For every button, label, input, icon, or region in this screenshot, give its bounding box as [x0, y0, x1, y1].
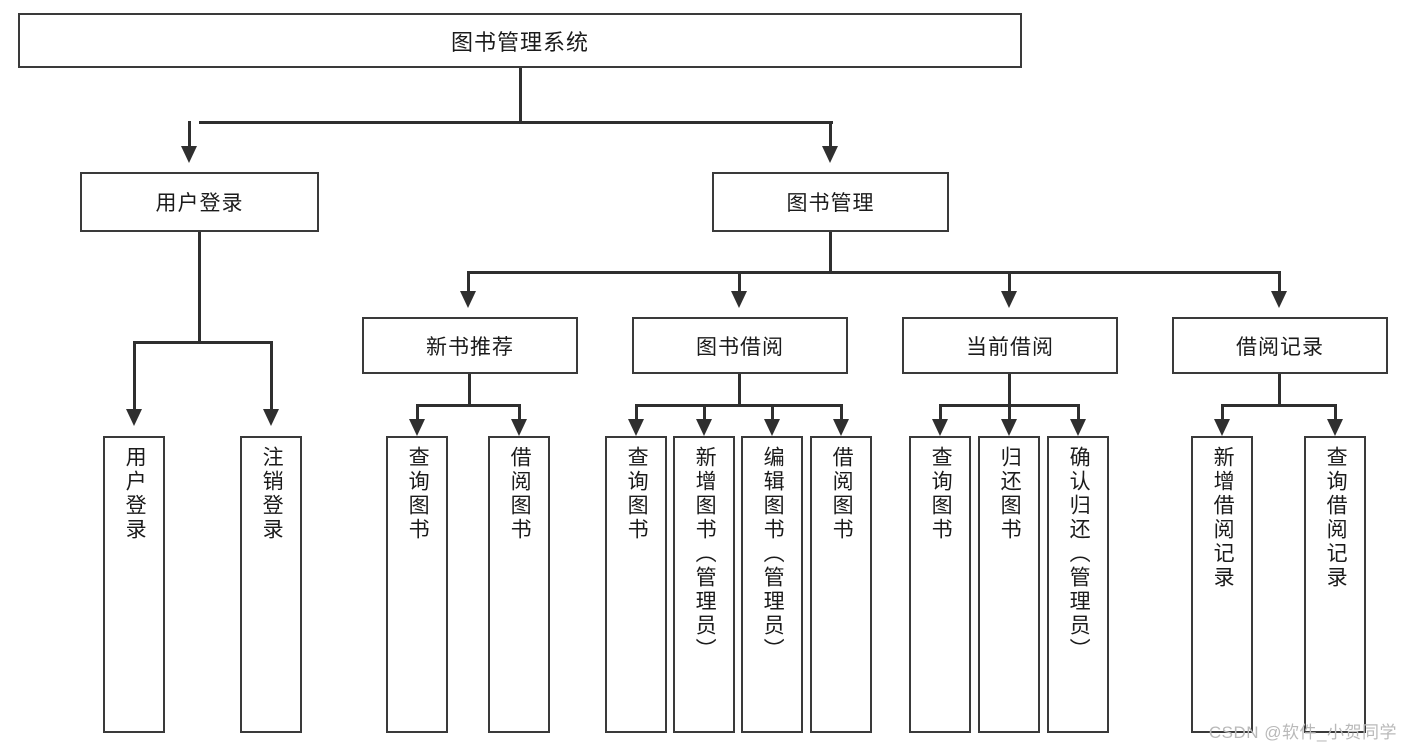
arrowhead-新书推荐 — [460, 291, 476, 308]
connector-图书借阅-to-leaf2 — [703, 404, 706, 422]
arrowhead-图书借阅 — [731, 291, 747, 308]
connector-当前借阅-to-leaf3 — [1077, 404, 1080, 422]
leaf-图书借阅-编辑图书管理员[interactable]: 编辑图书（管理员） — [741, 436, 803, 733]
arrowhead-leaf-新书推荐-2 — [511, 419, 527, 436]
leaf-label: 归还图书 — [998, 446, 1022, 542]
leaf-label: 查询图书 — [929, 446, 953, 542]
connector-借阅记录-to-leaf1 — [1221, 404, 1224, 422]
connector-图书管理-bus — [468, 271, 1281, 274]
connector-图书管理-to-新书推荐 — [467, 271, 470, 293]
leaf-label: 编辑图书（管理员） — [761, 446, 785, 662]
leaf-label: 借阅图书 — [830, 446, 854, 542]
connector-新书推荐-stem — [468, 374, 471, 406]
connector-图书借阅-bus — [636, 404, 843, 407]
leaf-label: 借阅图书 — [508, 446, 532, 542]
connector-当前借阅-to-leaf2 — [1008, 404, 1011, 422]
leaf-当前借阅-归还图书[interactable]: 归还图书 — [978, 436, 1040, 733]
connector-当前借阅-to-leaf1 — [939, 404, 942, 422]
arrowhead-leaf-用户登录-2 — [263, 409, 279, 426]
connector-新书推荐-bus — [417, 404, 521, 407]
connector-root-bus — [199, 121, 833, 124]
arrowhead-leaf-图书借阅-4 — [833, 419, 849, 436]
node-当前借阅[interactable]: 当前借阅 — [902, 317, 1118, 374]
arrowhead-leaf-借阅记录-2 — [1327, 419, 1343, 436]
leaf-label: 新增图书（管理员） — [693, 446, 717, 662]
leaf-借阅记录-查询借阅记录[interactable]: 查询借阅记录 — [1304, 436, 1366, 733]
connector-图书借阅-to-leaf3 — [771, 404, 774, 422]
arrowhead-leaf-用户登录-1 — [126, 409, 142, 426]
leaf-图书借阅-查询图书[interactable]: 查询图书 — [605, 436, 667, 733]
connector-借阅记录-to-leaf2 — [1334, 404, 1337, 422]
node-用户登录[interactable]: 用户登录 — [80, 172, 319, 232]
connector-root-to-用户登录 — [188, 121, 191, 148]
arrowhead-leaf-当前借阅-2 — [1001, 419, 1017, 436]
leaf-label: 确认归还（管理员） — [1067, 446, 1091, 662]
node-图书管理[interactable]: 图书管理 — [712, 172, 949, 232]
connector-root-to-图书管理 — [829, 121, 832, 148]
connector-用户登录-to-leaf2 — [270, 341, 273, 411]
connector-图书借阅-stem — [738, 374, 741, 406]
node-root-图书管理系统[interactable]: 图书管理系统 — [18, 13, 1022, 68]
connector-图书管理-to-当前借阅 — [1008, 271, 1011, 293]
leaf-label: 查询借阅记录 — [1324, 446, 1348, 590]
arrowhead-leaf-当前借阅-1 — [932, 419, 948, 436]
connector-图书管理-to-借阅记录 — [1278, 271, 1281, 293]
leaf-label: 新增借阅记录 — [1211, 446, 1235, 590]
arrowhead-借阅记录 — [1271, 291, 1287, 308]
connector-借阅记录-stem — [1278, 374, 1281, 406]
connector-借阅记录-bus — [1222, 404, 1337, 407]
leaf-新书推荐-借阅图书[interactable]: 借阅图书 — [488, 436, 550, 733]
connector-新书推荐-to-leaf2 — [518, 404, 521, 422]
node-新书推荐[interactable]: 新书推荐 — [362, 317, 578, 374]
connector-root-stem — [519, 68, 522, 121]
connector-图书借阅-to-leaf4 — [840, 404, 843, 422]
leaf-当前借阅-确认归还管理员[interactable]: 确认归还（管理员） — [1047, 436, 1109, 733]
arrowhead-当前借阅 — [1001, 291, 1017, 308]
leaf-label: 注销登录 — [260, 446, 284, 542]
leaf-借阅记录-新增借阅记录[interactable]: 新增借阅记录 — [1191, 436, 1253, 733]
arrowhead-leaf-图书借阅-1 — [628, 419, 644, 436]
leaf-用户登录-注销登录[interactable]: 注销登录 — [240, 436, 302, 733]
arrowhead-leaf-图书借阅-2 — [696, 419, 712, 436]
connector-新书推荐-to-leaf1 — [416, 404, 419, 422]
node-图书借阅[interactable]: 图书借阅 — [632, 317, 848, 374]
node-借阅记录[interactable]: 借阅记录 — [1172, 317, 1388, 374]
arrowhead-leaf-当前借阅-3 — [1070, 419, 1086, 436]
arrowhead-图书管理 — [822, 146, 838, 163]
connector-用户登录-bus — [134, 341, 273, 344]
connector-图书借阅-to-leaf1 — [635, 404, 638, 422]
arrowhead-leaf-新书推荐-1 — [409, 419, 425, 436]
connector-当前借阅-stem — [1008, 374, 1011, 406]
leaf-label: 用户登录 — [123, 446, 147, 542]
arrowhead-leaf-图书借阅-3 — [764, 419, 780, 436]
connector-图书管理-to-图书借阅 — [738, 271, 741, 293]
leaf-label: 查询图书 — [625, 446, 649, 542]
arrowhead-用户登录 — [181, 146, 197, 163]
connector-用户登录-to-leaf1 — [133, 341, 136, 411]
connector-图书管理-stem — [829, 232, 832, 273]
leaf-用户登录-用户登录[interactable]: 用户登录 — [103, 436, 165, 733]
leaf-新书推荐-查询图书[interactable]: 查询图书 — [386, 436, 448, 733]
arrowhead-leaf-借阅记录-1 — [1214, 419, 1230, 436]
leaf-图书借阅-借阅图书[interactable]: 借阅图书 — [810, 436, 872, 733]
connector-用户登录-stem — [198, 232, 201, 343]
leaf-label: 查询图书 — [406, 446, 430, 542]
leaf-图书借阅-新增图书管理员[interactable]: 新增图书（管理员） — [673, 436, 735, 733]
leaf-当前借阅-查询图书[interactable]: 查询图书 — [909, 436, 971, 733]
